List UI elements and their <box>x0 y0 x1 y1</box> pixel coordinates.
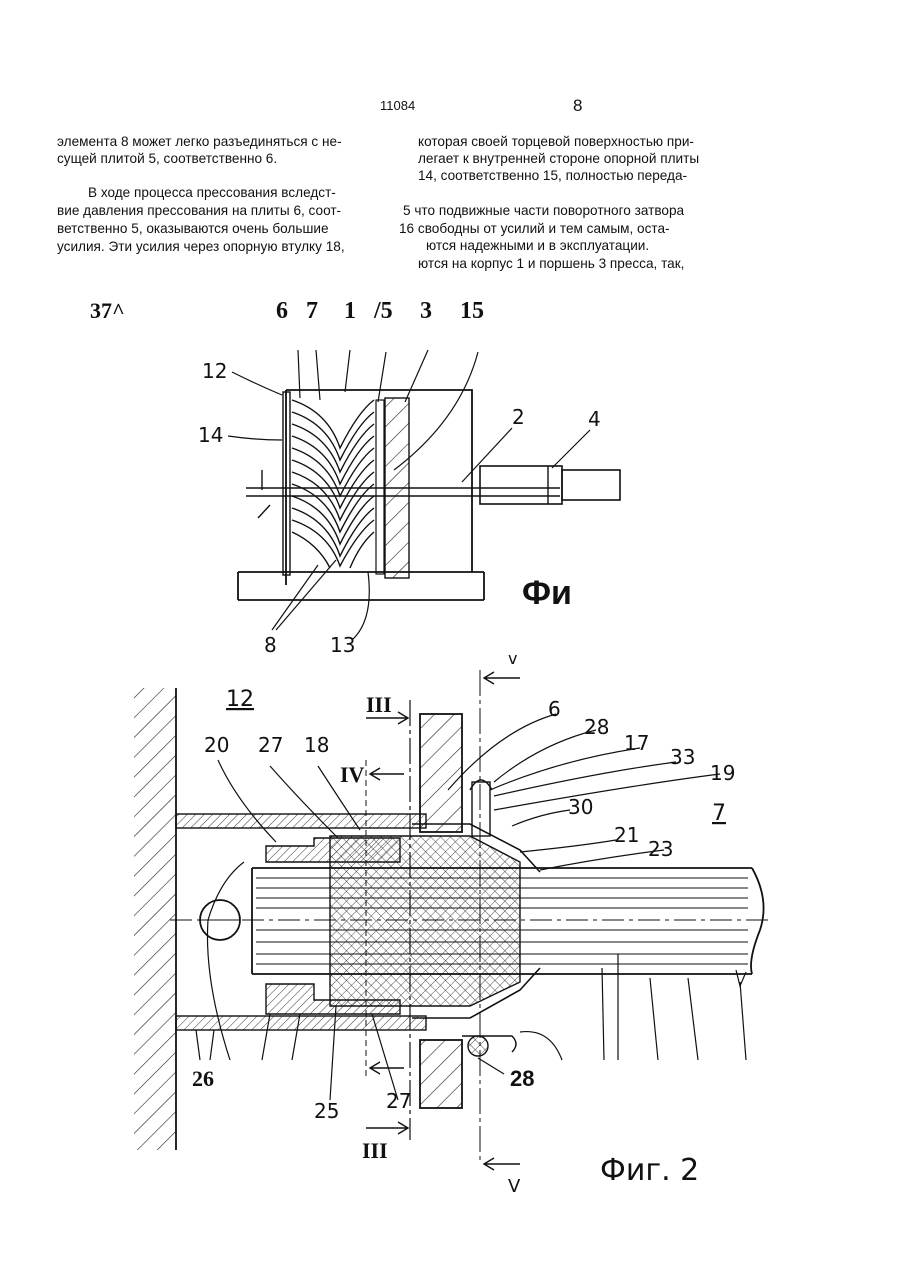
fig2-label: 28 <box>510 1066 534 1091</box>
fig2-label: 20 <box>204 733 229 757</box>
fig2-label: 27 <box>386 1089 411 1113</box>
fig1-label: 13 <box>330 633 355 657</box>
fig2-label: 23 <box>648 837 673 861</box>
fig2-label: v <box>508 649 517 668</box>
fig2-label: 17 <box>624 731 649 755</box>
fig1-label: 12 <box>202 359 227 383</box>
fig2-label: 33 <box>670 745 695 769</box>
fig2-label: III <box>362 1138 388 1163</box>
fig2-label: 7 <box>712 801 726 826</box>
fig2-label: III <box>366 692 392 717</box>
fig1-label: 7 <box>306 298 318 324</box>
fig1-label: 6 <box>276 298 288 324</box>
fig2-label: 30 <box>568 795 593 819</box>
fig1-label: 15 <box>460 298 484 324</box>
fig1-label: 1 <box>344 298 356 324</box>
fig2-label: 27 <box>258 733 283 757</box>
fig2-label: 19 <box>710 761 735 785</box>
corner-mark: 37^ <box>90 298 125 323</box>
fig2-label: 6 <box>548 697 561 721</box>
fig2-label: 21 <box>614 823 639 847</box>
figure-2-caption: Фиг. 2 <box>600 1153 699 1188</box>
fig1-label: 4 <box>588 407 601 431</box>
fig2-label: V <box>508 1176 521 1197</box>
fig1-label: 14 <box>198 423 223 447</box>
fig1-label: 8 <box>264 633 277 657</box>
fig1-label: 3 <box>420 298 432 324</box>
fig2-label: 12 <box>226 687 254 712</box>
fig2-label: 26 <box>192 1066 214 1091</box>
figure-1-caption: Фи <box>522 574 572 612</box>
fig1-label: /5 <box>373 298 393 324</box>
fig1-label: 2 <box>512 405 525 429</box>
fig2-label: 28 <box>584 715 609 739</box>
fig2-label: 18 <box>304 733 329 757</box>
fig2-label: IV <box>340 762 365 787</box>
fig2-label: 25 <box>314 1099 339 1123</box>
